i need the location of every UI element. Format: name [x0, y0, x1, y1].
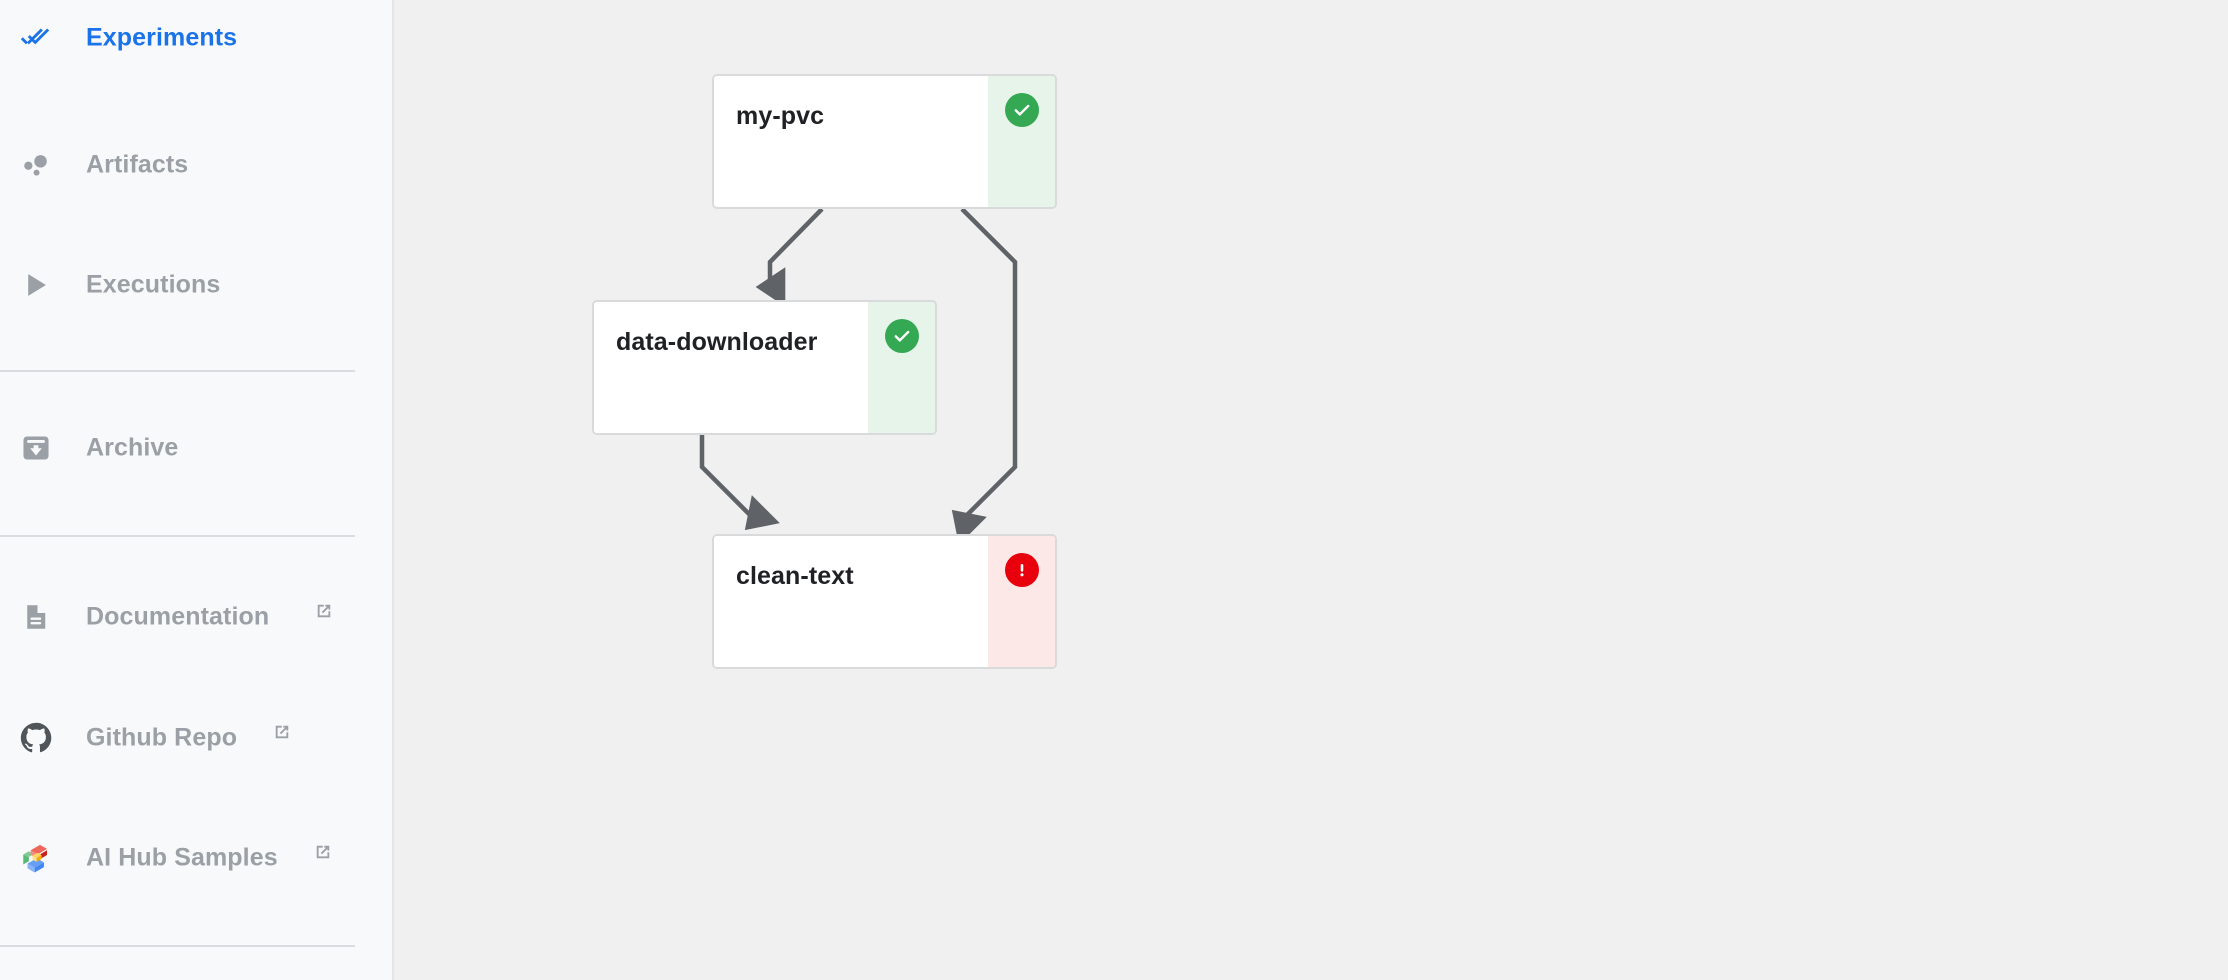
node-label: data-downloader [616, 328, 818, 356]
sidebar-item-archive[interactable]: Archive [0, 420, 394, 476]
sidebar-item-experiments[interactable]: Experiments [0, 10, 394, 66]
document-icon [8, 589, 64, 645]
double-check-icon [8, 10, 64, 66]
graph-node-clean-text[interactable]: clean-text [712, 534, 1057, 669]
sidebar-item-label: Documentation [86, 602, 270, 631]
pipeline-graph-canvas[interactable]: my-pvc data-downloader [394, 0, 2228, 980]
bubble-chart-icon [8, 137, 64, 193]
sidebar-divider [0, 945, 355, 947]
edge-my-pvc-to-clean-text [951, 207, 1018, 545]
edge-data-downloader-to-clean-text [699, 435, 780, 531]
play-arrow-icon [8, 257, 64, 313]
graph-edges [699, 207, 1018, 545]
sidebar-item-label: Archive [86, 433, 179, 462]
node-status-panel [988, 76, 1055, 207]
node-status-panel [868, 302, 935, 433]
sidebar: Experiments Artifacts Executions [0, 0, 394, 980]
edge-my-pvc-to-data-downloader [755, 207, 824, 307]
node-body: my-pvc [714, 76, 988, 207]
sidebar-item-executions[interactable]: Executions [0, 257, 394, 313]
github-icon [8, 710, 64, 766]
sidebar-item-label: Artifacts [86, 150, 189, 179]
node-body: clean-text [714, 536, 988, 667]
node-status-panel [988, 536, 1055, 667]
sidebar-item-label: AI Hub Samples [86, 843, 278, 872]
sidebar-item-label: Executions [86, 270, 221, 299]
sidebar-item-artifacts[interactable]: Artifacts [0, 137, 394, 193]
external-link-icon [314, 601, 334, 621]
error-exclamation-icon [1004, 553, 1039, 587]
sidebar-divider [0, 535, 355, 537]
graph-node-my-pvc[interactable]: my-pvc [712, 74, 1057, 209]
sidebar-divider [0, 370, 355, 372]
external-link-icon [272, 722, 292, 742]
node-label: my-pvc [736, 102, 825, 130]
ai-hub-icon [8, 830, 64, 886]
node-body: data-downloader [594, 302, 868, 433]
external-link-icon [313, 842, 333, 862]
check-circle-icon [1004, 93, 1039, 127]
sidebar-item-documentation[interactable]: Documentation [0, 589, 394, 645]
sidebar-item-ai-hub-samples[interactable]: AI Hub Samples [0, 830, 394, 886]
sidebar-item-github-repo[interactable]: Github Repo [0, 710, 394, 766]
node-label: clean-text [736, 562, 854, 590]
graph-node-data-downloader[interactable]: data-downloader [592, 300, 937, 435]
sidebar-item-label: Experiments [86, 23, 238, 52]
check-circle-icon [884, 319, 919, 353]
sidebar-item-label: Github Repo [86, 723, 238, 752]
archive-icon [8, 420, 64, 476]
